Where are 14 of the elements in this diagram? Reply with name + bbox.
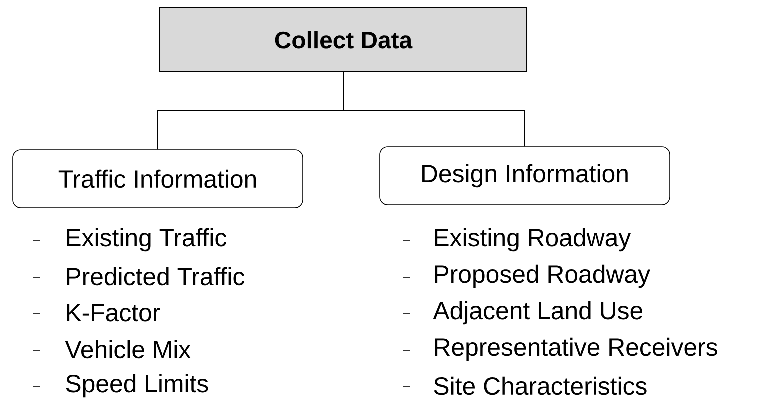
list-item: Representative Receivers xyxy=(402,338,718,362)
list-item: Adjacent Land Use xyxy=(402,301,643,325)
heading-box: Collect Data xyxy=(160,8,528,72)
category-box: Traffic Information xyxy=(12,150,304,208)
list-item: Speed Limits xyxy=(32,374,208,398)
list-item: K-Factor xyxy=(32,304,160,322)
list-item: Predicted Traffic xyxy=(32,267,244,286)
category-box: Design Information xyxy=(380,146,670,206)
list-item: Proposed Roadway xyxy=(402,264,650,288)
connector-line xyxy=(343,72,526,148)
list-item: Vehicle Mix xyxy=(32,340,191,359)
list-item: Existing Traffic xyxy=(32,228,226,252)
list-item: Site Characteristics xyxy=(402,376,647,396)
list-item: Existing Roadway xyxy=(402,228,632,252)
